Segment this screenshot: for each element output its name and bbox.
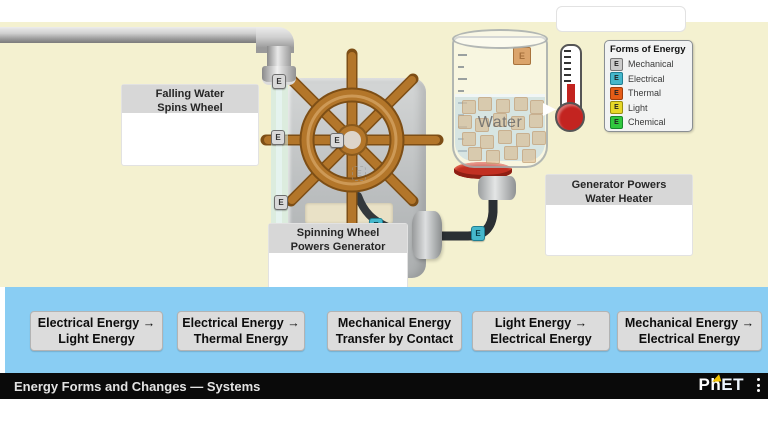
legend-title: Forms of Energy (610, 44, 686, 55)
button-electrical-to-thermal[interactable]: Electrical Energy → Thermal Energy (177, 311, 305, 351)
electrical-energy-chunk: E (471, 226, 485, 241)
drop-zone-top[interactable] (556, 6, 686, 32)
answer-carousel: Electrical Energy → Light Energy Electri… (5, 287, 768, 373)
button-light-to-electrical[interactable]: Light Energy → Electrical Energy (472, 311, 610, 351)
legend-item-mechanical: E Mechanical (610, 57, 692, 72)
heater-base (478, 176, 516, 200)
drop-zone-generator-powers[interactable]: Generator Powers Water Heater (545, 174, 693, 256)
fading-energy-chunk: E (352, 166, 366, 181)
water-wheel (260, 48, 444, 232)
sim-scene: Water E (0, 6, 768, 295)
mechanical-badge-icon: E (610, 57, 623, 71)
label-spinning-wheel-powers-generator[interactable]: Spinning Wheel Powers Generator (269, 224, 407, 253)
button-electrical-to-light[interactable]: Electrical Energy → Light Energy (30, 311, 163, 351)
label-falling-water-spins-wheel[interactable]: Falling Water Spins Wheel (122, 85, 258, 114)
legend-item-light: E Light (610, 101, 692, 116)
legend-item-electrical: E Electrical (610, 72, 692, 87)
faucet-pipe (0, 27, 272, 43)
light-badge-icon: E (610, 101, 623, 115)
mechanical-energy-chunk: E (271, 130, 285, 145)
mechanical-energy-chunk: E (330, 133, 344, 148)
sim-title: Energy Forms and Changes — Systems (14, 378, 261, 394)
drop-zone-falling-water[interactable]: Falling Water Spins Wheel (121, 84, 259, 166)
drop-zone-spinning-wheel[interactable]: Spinning Wheel Powers Generator (268, 223, 408, 295)
water-level-pointer (543, 103, 556, 116)
button-mechanical-to-electrical[interactable]: Mechanical Energy → Electrical Energy (617, 311, 762, 351)
legend-item-chemical: E Chemical (610, 115, 692, 130)
thermometer-bulb (555, 102, 585, 132)
electrical-badge-icon: E (610, 72, 623, 86)
faucet-vertical-pipe (267, 46, 291, 68)
label-generator-powers-water-heater[interactable]: Generator Powers Water Heater (546, 175, 692, 205)
button-mechanical-transfer[interactable]: Mechanical Energy Transfer by Contact (327, 311, 462, 351)
chemical-badge-icon: E (610, 115, 623, 129)
legend-item-thermal: E Thermal (610, 86, 692, 101)
phet-menu-icon[interactable] (757, 378, 760, 392)
water-label: Water (477, 114, 523, 131)
forms-of-energy-legend: Forms of Energy E Mechanical E Electrica… (604, 40, 693, 132)
thermal-badge-icon: E (610, 86, 623, 100)
thermometer-mercury (567, 84, 575, 114)
thermal-energy-chunk: E (513, 47, 531, 65)
mechanical-energy-chunk: E (272, 74, 286, 89)
beaker-rim (452, 29, 548, 49)
beaker: Water E (452, 29, 548, 175)
generator-output-hub (412, 211, 442, 259)
mechanical-energy-chunk: E (274, 195, 288, 210)
